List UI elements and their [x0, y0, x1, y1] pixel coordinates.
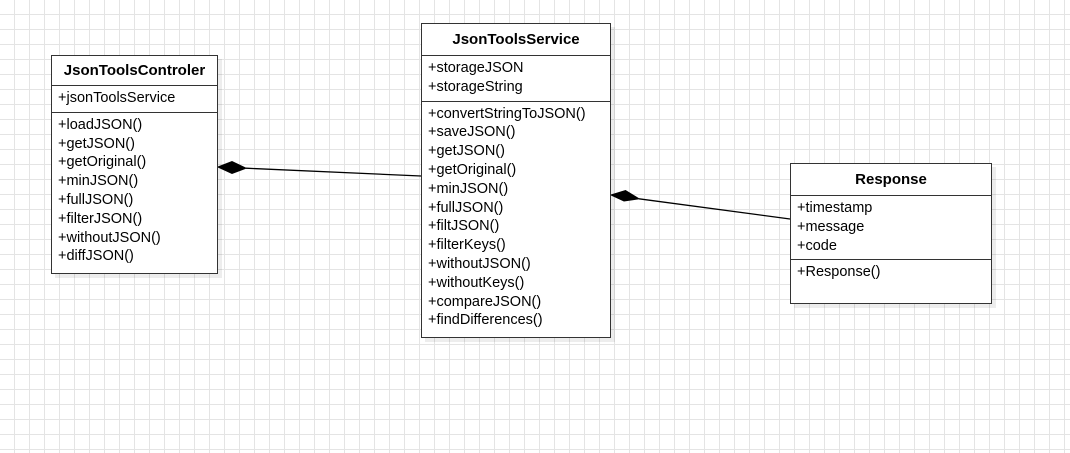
operations-section: +convertStringToJSON() +saveJSON() +getJ…: [422, 102, 610, 335]
operation[interactable]: +compareJSON(): [428, 293, 542, 310]
operations-section: +loadJSON() +getJSON() +getOriginal() +m…: [52, 113, 217, 270]
composition-line-service-response[interactable]: [638, 198, 791, 220]
operation[interactable]: +Response(): [797, 264, 881, 281]
class-name[interactable]: Response: [791, 164, 991, 196]
operation[interactable]: +filterKeys(): [428, 237, 506, 254]
operation[interactable]: +getOriginal(): [428, 161, 517, 178]
operation[interactable]: +filterJSON(): [58, 210, 143, 227]
composition-line-controller-service[interactable]: [245, 167, 422, 177]
class-name[interactable]: JsonToolsControler: [52, 56, 217, 86]
composition-diamond-service[interactable]: [609, 189, 641, 202]
operation[interactable]: +filtJSON(): [428, 218, 500, 235]
operation[interactable]: +convertStringToJSON(): [428, 105, 586, 122]
operation[interactable]: +getOriginal(): [58, 154, 147, 171]
class-jsontoolscontroler[interactable]: JsonToolsControler +jsonToolsService +lo…: [51, 55, 218, 274]
class-jsontoolsservice[interactable]: JsonToolsService +storageJSON +storageSt…: [421, 23, 611, 338]
operation[interactable]: +withoutJSON(): [58, 229, 161, 246]
operations-section: +Response(): [791, 260, 991, 286]
attributes-section: +storageJSON +storageString: [422, 56, 610, 102]
operation[interactable]: +findDifferences(): [428, 312, 543, 329]
class-name[interactable]: JsonToolsService: [422, 24, 610, 56]
attribute[interactable]: +timestamp: [797, 200, 873, 216]
operation[interactable]: +fullJSON(): [58, 191, 134, 208]
operation[interactable]: +withoutKeys(): [428, 274, 525, 291]
attribute[interactable]: +jsonToolsService: [58, 90, 176, 106]
operation[interactable]: +getJSON(): [428, 143, 505, 160]
attribute[interactable]: +storageString: [428, 78, 523, 95]
attribute[interactable]: +storageJSON: [428, 60, 524, 76]
operation[interactable]: +saveJSON(): [428, 124, 516, 141]
attributes-section: +timestamp +message +code: [791, 196, 991, 261]
attribute[interactable]: +code: [797, 237, 837, 254]
operation[interactable]: +loadJSON(): [58, 116, 143, 133]
operation[interactable]: +getJSON(): [58, 135, 135, 152]
operation[interactable]: +withoutJSON(): [428, 255, 531, 272]
operation[interactable]: +minJSON(): [58, 173, 139, 190]
operation[interactable]: +diffJSON(): [58, 248, 134, 265]
operation[interactable]: +fullJSON(): [428, 199, 504, 216]
attribute[interactable]: +message: [797, 218, 865, 235]
class-response[interactable]: Response +timestamp +message +code +Resp…: [790, 163, 992, 304]
composition-diamond-controller[interactable]: [216, 160, 248, 175]
operation[interactable]: +minJSON(): [428, 180, 509, 197]
attributes-section: +jsonToolsService: [52, 86, 217, 113]
